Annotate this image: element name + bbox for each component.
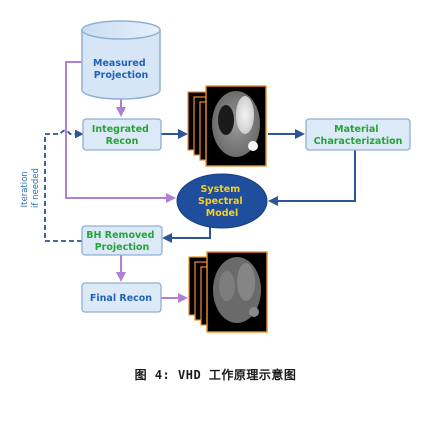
integrated-recon-node: Integrated Recon	[82, 118, 162, 151]
svg-text:Measured Projection: Measured Projection	[93, 58, 149, 81]
arrow-measured-to-spectral-model	[65, 61, 176, 203]
svg-text:Final Recon: Final Recon	[90, 293, 152, 304]
iteration-label: Iteration if needed	[20, 168, 41, 208]
final-ct-image-stack	[188, 251, 268, 333]
final-recon-node: Final Recon	[81, 282, 162, 313]
svg-text:System Spectral Mo: System Spectral Model	[198, 184, 246, 219]
arrow-spectral-model-to-bh	[162, 225, 211, 243]
integrated-ct-image-stack	[187, 85, 267, 167]
svg-text:Integrated Recon: Integrated Recon	[92, 124, 152, 147]
measured-projection-node: Measured Projection	[81, 20, 161, 100]
svg-text:BH Removed Projection: BH Removed Projection	[86, 230, 157, 253]
svg-text:Material Characterizatio: Material Characterization	[314, 124, 403, 147]
material-characterization-node: Material Characterization	[305, 118, 411, 151]
vhd-workflow-diagram: Iteration if needed Measured Projection …	[20, 20, 411, 333]
arrow-material-to-spectral-model	[268, 149, 356, 206]
iteration-loop-arrow	[44, 129, 84, 242]
system-spectral-model-node: System Spectral Model	[176, 173, 268, 229]
figure-caption: 图 4: VHD 工作原理示意图	[134, 368, 297, 382]
bh-removed-projection-node: BH Removed Projection	[81, 225, 163, 256]
